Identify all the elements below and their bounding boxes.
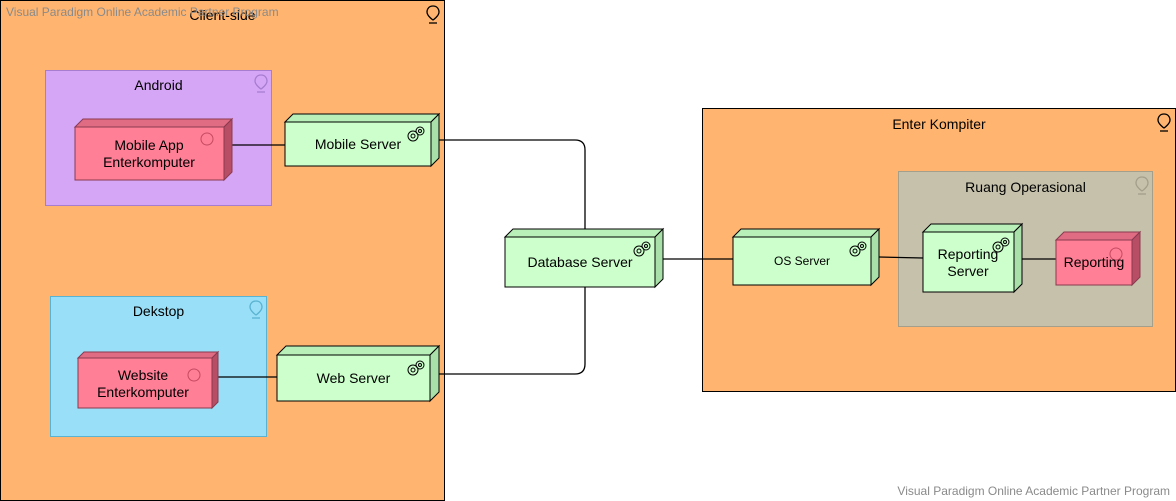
node-database-server-label: Database Server xyxy=(527,253,633,270)
node-website-label: Website Enterkomputer xyxy=(97,367,189,400)
gears-icon xyxy=(407,360,425,376)
artifact-icon xyxy=(1109,247,1123,261)
edge-web-server-to-database xyxy=(438,287,586,375)
node-reporting-server-label: Reporting Server xyxy=(937,246,999,279)
node-website[interactable]: Website Enterkomputer xyxy=(76,350,220,410)
node-reporting-label: Reporting xyxy=(1063,254,1125,270)
package-ruang-operasional-title: Ruang Operasional xyxy=(965,179,1086,195)
node-mobile-server-label: Mobile Server xyxy=(314,135,402,152)
gears-icon xyxy=(849,241,867,257)
package-dekstop-title: Dekstop xyxy=(132,303,185,319)
package-android-title: Android xyxy=(134,77,183,93)
node-reporting-server[interactable]: Reporting Server xyxy=(921,222,1024,294)
node-os-server-label: OS Server xyxy=(773,253,830,268)
location-pin-icon xyxy=(1135,176,1149,195)
node-mobile-app[interactable]: Mobile App Enterkomputer xyxy=(73,117,234,182)
package-client-side-title: Client-side xyxy=(189,7,256,23)
artifact-icon xyxy=(200,132,214,146)
watermark-bottom: Visual Paradigm Online Academic Partner … xyxy=(897,484,1170,498)
node-web-server-label: Web Server xyxy=(316,369,391,386)
artifact-icon xyxy=(187,368,201,382)
location-pin-icon xyxy=(249,300,263,319)
node-reporting[interactable]: Reporting xyxy=(1054,230,1142,287)
node-mobile-server[interactable]: Mobile Server xyxy=(283,112,441,168)
node-database-server[interactable]: Database Server xyxy=(503,227,665,289)
edge-mobile-server-to-database xyxy=(438,139,586,229)
node-os-server[interactable]: OS Server xyxy=(731,227,881,287)
location-pin-icon xyxy=(254,74,268,93)
location-pin-icon xyxy=(1157,113,1171,132)
watermark-top: Visual Paradigm Online Academic Partner … xyxy=(6,5,279,19)
node-mobile-app-label: Mobile App Enterkomputer xyxy=(103,137,195,170)
location-pin-icon xyxy=(426,5,440,24)
edge-os-server-to-reporting-server xyxy=(878,256,924,259)
gears-icon xyxy=(407,126,425,142)
gears-icon xyxy=(633,241,651,257)
package-enter-kompiter-title: Enter Kompiter xyxy=(892,116,986,132)
node-web-server[interactable]: Web Server xyxy=(275,344,441,403)
gears-icon xyxy=(992,237,1010,253)
